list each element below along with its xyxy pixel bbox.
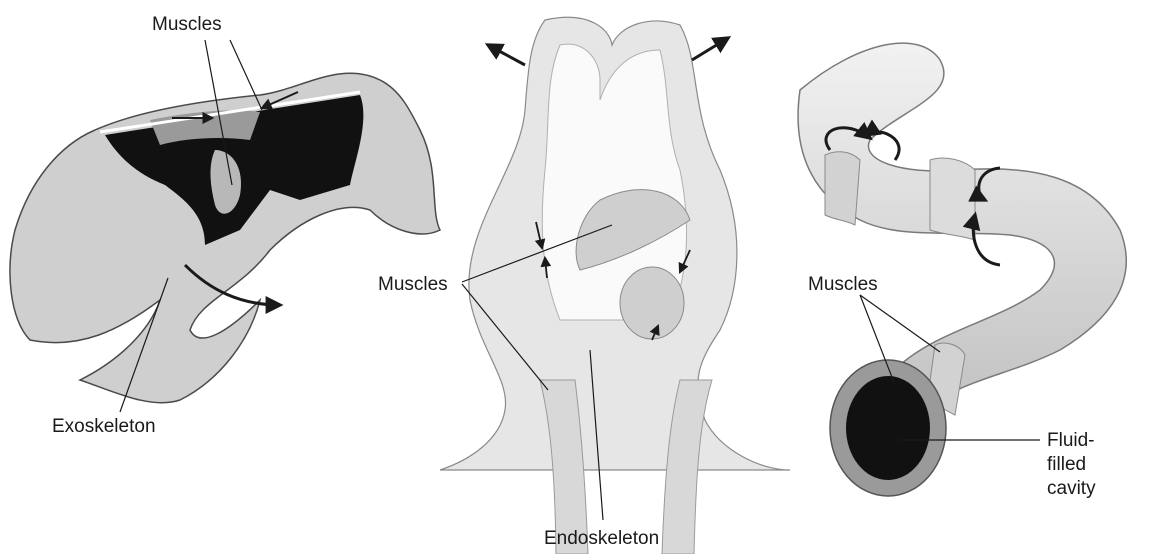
worm-segment-1	[825, 152, 860, 225]
worm-muscle-pointer-2	[860, 295, 940, 352]
fluid-label-line2: filled	[1047, 454, 1086, 475]
fluid-filled-cavity	[846, 376, 930, 480]
hydrostatic-illustration: Muscles Fluid- filled cavity	[798, 43, 1126, 499]
extensor-muscle	[620, 267, 684, 339]
worm-muscles-label: Muscles	[808, 274, 878, 295]
exoskeleton-label: Exoskeleton	[52, 416, 156, 437]
fluid-label-line3: cavity	[1047, 478, 1096, 499]
human-muscles-label: Muscles	[378, 274, 448, 295]
endoskeleton-illustration: Muscles Endoskeleton	[378, 17, 790, 554]
outward-arrow-right	[692, 38, 728, 60]
fluid-label-line1: Fluid-	[1047, 430, 1095, 451]
claw-illustration: Muscles Exoskeleton	[10, 14, 440, 437]
claw-muscles-label: Muscles	[152, 14, 222, 35]
endoskeleton-label: Endoskeleton	[544, 528, 659, 549]
worm-segment-2	[930, 158, 975, 240]
outward-arrow-left	[488, 45, 525, 65]
